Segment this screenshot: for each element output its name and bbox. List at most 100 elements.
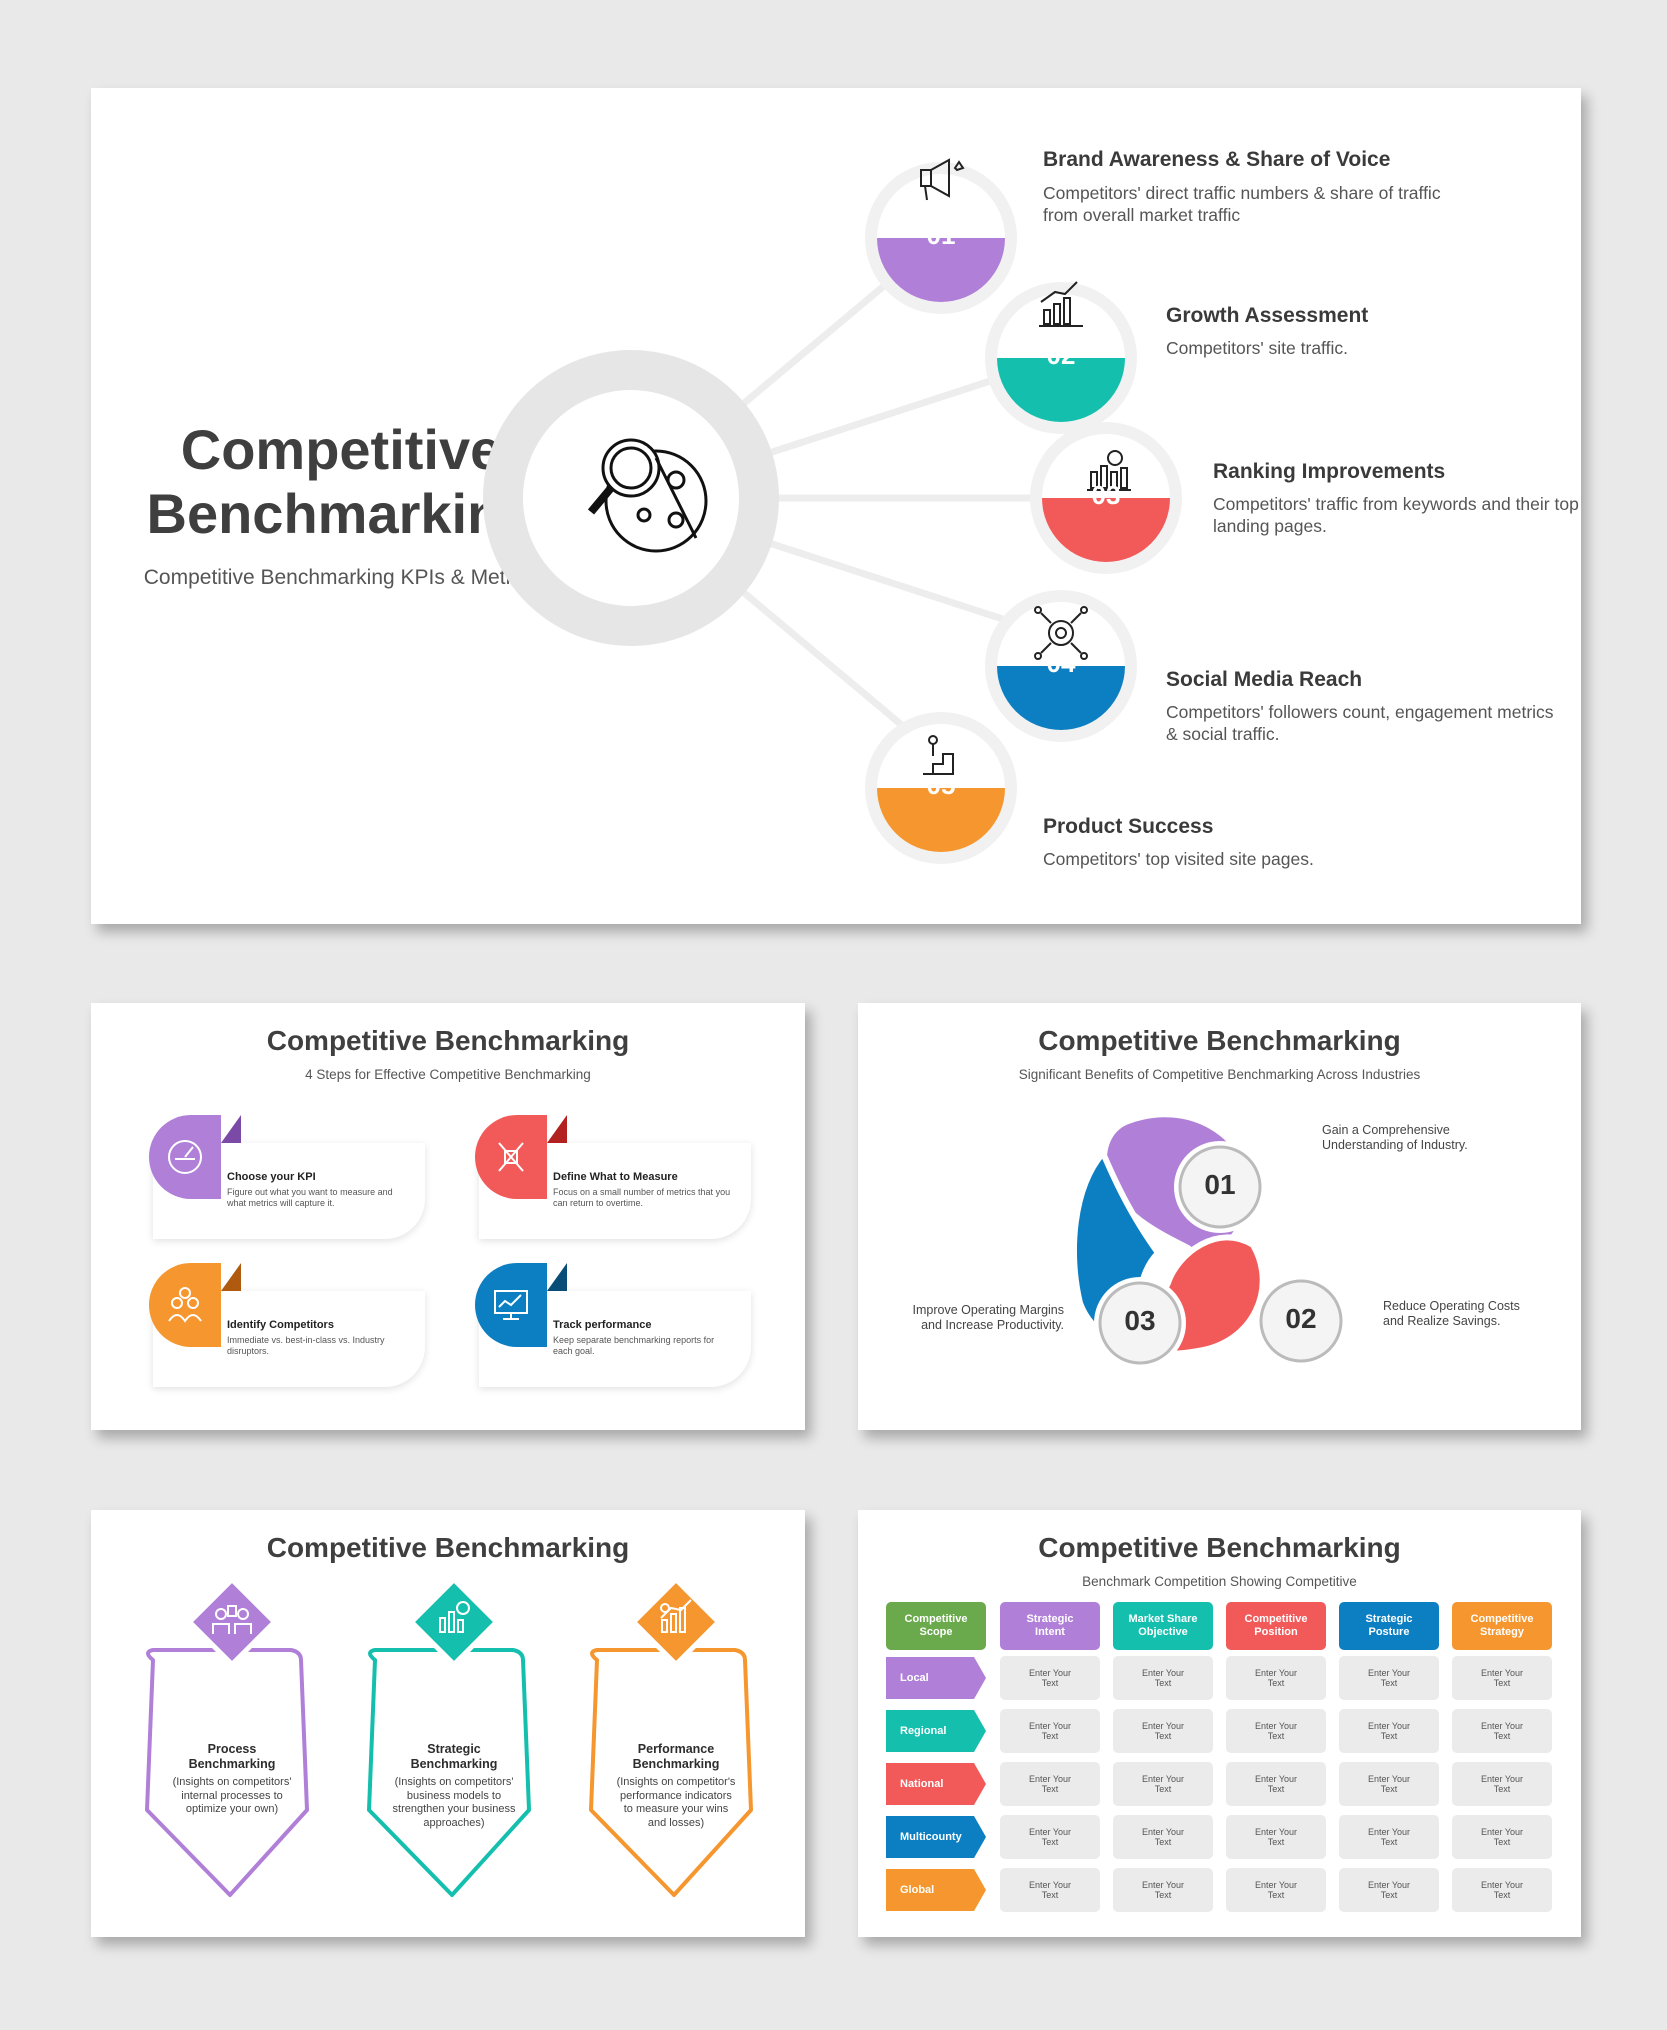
slide5-title: Competitive Benchmarking xyxy=(1038,1532,1401,1563)
performance-benchmarking-title: Performance Benchmarking xyxy=(632,1742,720,1771)
card-fold xyxy=(547,1115,567,1143)
shield-shapes xyxy=(145,1576,753,1897)
strategic-benchmarking-desc: (Insights on competitors' business model… xyxy=(392,1776,516,1829)
petal-diagram xyxy=(1070,1111,1347,1369)
step-1-title: Choose your KPI xyxy=(227,1171,316,1183)
stairs-climber-icon xyxy=(923,735,954,775)
card-fold xyxy=(221,1115,241,1143)
item-02-number: 02 xyxy=(1046,340,1076,370)
slide-benefits[interactable]: Competitive Benchmarking Significant Ben… xyxy=(858,1003,1581,1430)
node-05 xyxy=(865,712,1017,864)
slide-competition-table[interactable]: Competitive Benchmarking Benchmark Compe… xyxy=(858,1510,1581,1937)
benefit-03-number: 03 xyxy=(1124,1305,1156,1336)
node-04 xyxy=(985,590,1137,742)
kpi-gauge-icon xyxy=(168,1140,202,1174)
monitor-chart-icon xyxy=(494,1290,528,1320)
table-row-label: Global xyxy=(886,1869,986,1911)
growth-chart-icon xyxy=(1039,281,1083,327)
step-4-desc: Keep separate benchmarking reports for e… xyxy=(553,1335,715,1356)
network-icon xyxy=(1034,606,1088,660)
item-04-title: Social Media Reach xyxy=(1166,668,1363,691)
performance-chart-icon xyxy=(660,1599,692,1633)
slide5-subtitle: Benchmark Competition Showing Competitiv… xyxy=(1082,1574,1357,1589)
item-05-number: 05 xyxy=(926,770,956,800)
slide-four-steps[interactable]: Competitive Benchmarking 4 Steps for Eff… xyxy=(91,1003,805,1430)
item-04-desc: Competitors' followers count, engagement… xyxy=(1166,702,1554,744)
slide2-subtitle: 4 Steps for Effective Competitive Benchm… xyxy=(305,1067,591,1082)
slide2-title: Competitive Benchmarking xyxy=(266,1025,630,1056)
process-benchmarking-title: Process Benchmarking xyxy=(188,1742,276,1771)
item-03-title: Ranking Improvements xyxy=(1213,460,1446,483)
benefit-01-number: 01 xyxy=(1204,1169,1236,1200)
item-02-title: Growth Assessment xyxy=(1166,304,1369,327)
node-03 xyxy=(1030,422,1182,574)
step-1-desc: Figure out what you want to measure and … xyxy=(227,1187,393,1208)
card-fold xyxy=(547,1263,567,1291)
step-3-desc: Immediate vs. best-in-class vs. Industry… xyxy=(227,1335,385,1356)
item-05-title: Product Success xyxy=(1043,815,1214,838)
table-row-label: Multicounty xyxy=(886,1816,986,1858)
benefit-02-text: Reduce Operating Costs and Realize Savin… xyxy=(1383,1299,1520,1328)
performance-benchmarking-desc: (Insights on competitor's performance in… xyxy=(616,1776,736,1829)
slide1-subtitle: Competitive Benchmarking KPIs & Metrics xyxy=(143,566,539,589)
slide3-subtitle: Significant Benefits of Competitive Benc… xyxy=(1018,1067,1421,1082)
strategy-chart-icon xyxy=(439,1601,470,1633)
item-01-title: Brand Awareness & Share of Voice xyxy=(1043,148,1391,171)
benefit-03-text: Improve Operating Margins and Increase P… xyxy=(912,1303,1064,1332)
slide1-title: Competitive Benchmarking xyxy=(146,418,536,545)
benefit-01-text: Gain a Comprehensive Understanding of In… xyxy=(1322,1123,1468,1152)
item-04-number: 04 xyxy=(1046,648,1076,678)
item-05-desc: Competitors' top visited site pages. xyxy=(1043,849,1314,869)
competitors-icon xyxy=(168,1287,202,1323)
benefit-02-number: 02 xyxy=(1285,1303,1317,1334)
step-2-desc: Focus on a small number of metrics that … xyxy=(553,1187,731,1208)
table-row-label: Regional xyxy=(886,1710,986,1752)
slide4-title: Competitive Benchmarking xyxy=(266,1532,630,1563)
process-benchmarking-desc: (Insights on competitors' internal proce… xyxy=(172,1776,292,1815)
step-tab-1 xyxy=(149,1115,221,1199)
item-01-number: 01 xyxy=(926,220,956,250)
table-row-label: National xyxy=(886,1763,986,1805)
item-03-number: 03 xyxy=(1091,480,1121,510)
ruler-pencil-icon xyxy=(498,1142,524,1172)
slide-kpis-metrics[interactable]: Competitive Benchmarking Competitive Ben… xyxy=(91,88,1581,924)
item-01-desc: Competitors' direct traffic numbers & sh… xyxy=(1043,183,1441,225)
node-01 xyxy=(865,162,1017,314)
card-fold xyxy=(221,1263,241,1291)
slide-benchmark-types[interactable]: Competitive Benchmarking Process Benchma… xyxy=(91,1510,805,1937)
strategic-benchmarking-title: Strategic Benchmarking xyxy=(410,1742,498,1771)
megaphone-icon xyxy=(920,158,965,201)
step-tab-3 xyxy=(149,1263,221,1347)
